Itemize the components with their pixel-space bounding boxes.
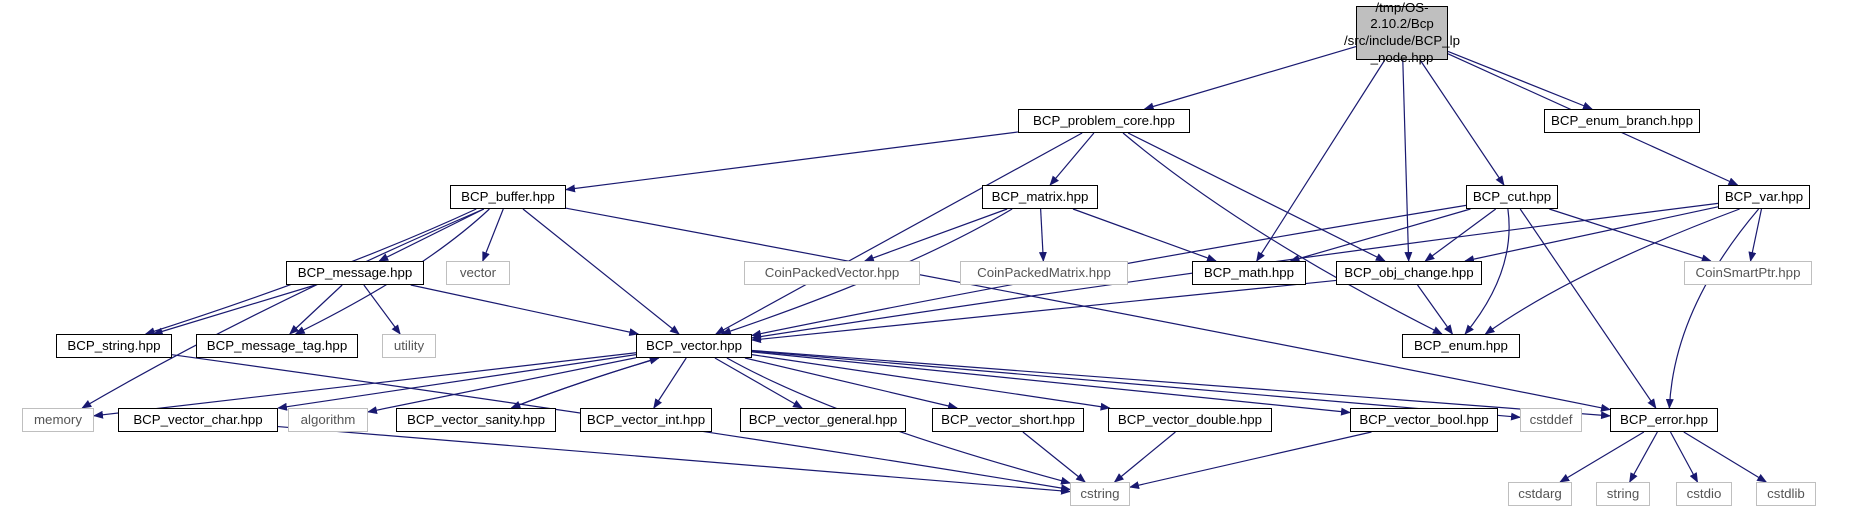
edge-var-to-coin-smart-ptr xyxy=(1748,208,1763,262)
node-buffer[interactable]: BCP_buffer.hpp xyxy=(450,185,566,209)
edge-buffer-to-vector-hpp xyxy=(522,208,680,335)
edge-obj-change-to-vector-hpp xyxy=(751,279,1337,344)
node-vector-general[interactable]: BCP_vector_general.hpp xyxy=(740,408,906,432)
edge-vector-hpp-to-vector-short xyxy=(744,357,959,410)
node-string-std: string xyxy=(1596,482,1650,506)
node-vector-sanity[interactable]: BCP_vector_sanity.hpp xyxy=(396,408,556,432)
edge-cut-to-error xyxy=(1519,208,1657,409)
node-vector-int[interactable]: BCP_vector_int.hpp xyxy=(580,408,712,432)
edge-vector-short-to-cstring xyxy=(1022,431,1086,483)
node-message-tag[interactable]: BCP_message_tag.hpp xyxy=(196,334,358,358)
node-vector-double[interactable]: BCP_vector_double.hpp xyxy=(1108,408,1272,432)
node-vector-std: vector xyxy=(446,261,510,285)
node-utility: utility xyxy=(382,334,436,358)
edge-message-to-vector-hpp xyxy=(410,284,640,337)
node-cstring: cstring xyxy=(1070,482,1130,506)
edge-message-to-message-tag xyxy=(289,284,343,335)
node-cstdarg: cstdarg xyxy=(1508,482,1572,506)
edge-error-to-cstdlib xyxy=(1683,431,1768,483)
edge-message-to-utility xyxy=(363,284,401,335)
edge-vector-hpp-to-vector-int xyxy=(653,357,687,409)
edge-root-to-math xyxy=(1256,59,1386,262)
edge-problem-core-to-vector-hpp xyxy=(714,132,1083,335)
edge-matrix-to-coin-packed-matrix xyxy=(1038,208,1047,262)
node-coin-packed-vector: CoinPackedVector.hpp xyxy=(744,261,920,285)
edge-var-to-obj-change xyxy=(1464,206,1719,264)
edge-root-to-obj-change xyxy=(1402,59,1413,262)
edge-vector-sanity-to-vector-hpp xyxy=(511,356,660,409)
node-string-hpp[interactable]: BCP_string.hpp xyxy=(56,334,172,358)
edge-error-to-cstdio xyxy=(1669,431,1699,483)
edge-obj-change-to-enum xyxy=(1417,284,1454,335)
edge-cut-to-math xyxy=(1289,208,1471,263)
edge-vector-hpp-to-memory xyxy=(93,352,637,419)
edge-buffer-to-memory xyxy=(81,208,485,409)
node-math[interactable]: BCP_math.hpp xyxy=(1192,261,1306,285)
edge-var-to-error xyxy=(1665,208,1760,409)
edge-root-to-enum-branch xyxy=(1447,50,1593,110)
edge-vector-hpp-to-error xyxy=(751,349,1611,420)
edge-cut-to-coin-smart-ptr xyxy=(1549,208,1712,263)
node-var[interactable]: BCP_var.hpp xyxy=(1718,185,1810,209)
edge-problem-core-to-enum xyxy=(1122,132,1443,335)
node-cstdlib: cstdlib xyxy=(1756,482,1816,506)
edge-problem-core-to-matrix xyxy=(1049,132,1095,186)
edge-vector-hpp-to-vector-general xyxy=(714,357,803,409)
edge-vector-double-to-cstring xyxy=(1113,431,1176,483)
node-algorithm: algorithm xyxy=(288,408,368,432)
node-cstdio: cstdio xyxy=(1676,482,1732,506)
edge-error-to-string-std xyxy=(1629,431,1658,483)
node-vector-char[interactable]: BCP_vector_char.hpp xyxy=(118,408,278,432)
edge-vector-char-to-cstring xyxy=(277,425,1071,495)
edge-vector-hpp-to-vector-double xyxy=(751,354,1111,411)
node-cut[interactable]: BCP_cut.hpp xyxy=(1466,185,1558,209)
edge-cut-to-obj-change xyxy=(1424,208,1497,262)
edge-vector-hpp-to-vector-char xyxy=(277,354,637,411)
edge-problem-core-to-buffer xyxy=(565,131,1019,193)
node-enum[interactable]: BCP_enum.hpp xyxy=(1402,334,1520,358)
edge-vector-bool-to-cstring xyxy=(1129,431,1372,490)
node-vector-hpp[interactable]: BCP_vector.hpp xyxy=(636,334,752,358)
edge-message-to-string-hpp xyxy=(152,284,316,336)
edge-matrix-to-math xyxy=(1072,208,1217,262)
node-vector-short[interactable]: BCP_vector_short.hpp xyxy=(932,408,1084,432)
edge-vector-hpp-to-vector-sanity xyxy=(510,357,659,409)
edge-buffer-to-vector-std xyxy=(482,208,504,262)
node-message[interactable]: BCP_message.hpp xyxy=(286,261,424,285)
edge-vector-hpp-to-vector-bool xyxy=(751,351,1351,416)
node-coin-smart-ptr: CoinSmartPtr.hpp xyxy=(1684,261,1812,285)
node-obj-change[interactable]: BCP_obj_change.hpp xyxy=(1336,261,1482,285)
edge-buffer-to-error xyxy=(565,207,1611,412)
edge-error-to-cstdarg xyxy=(1559,431,1645,483)
node-root: /tmp/OS-2.10.2/Bcp /src/include/BCP_lp _… xyxy=(1343,0,1461,65)
node-coin-packed-matrix: CoinPackedMatrix.hpp xyxy=(960,261,1128,285)
edge-vector-hpp-to-cstddef xyxy=(751,350,1521,421)
edge-root-to-cut xyxy=(1419,59,1505,186)
node-problem-core[interactable]: BCP_problem_core.hpp xyxy=(1018,109,1190,133)
edge-problem-core-to-obj-change xyxy=(1127,132,1386,262)
node-cstddef: cstddef xyxy=(1520,408,1582,432)
edge-buffer-to-message xyxy=(378,208,485,262)
node-matrix[interactable]: BCP_matrix.hpp xyxy=(982,185,1098,209)
node-error[interactable]: BCP_error.hpp xyxy=(1610,408,1718,432)
edge-vector-hpp-to-algorithm xyxy=(367,357,637,415)
edge-matrix-to-coin-packed-vector xyxy=(863,208,1008,262)
edge-var-to-enum xyxy=(1484,208,1740,335)
edge-root-to-problem-core xyxy=(1143,46,1357,111)
edge-cut-to-enum xyxy=(1464,208,1510,335)
node-vector-bool[interactable]: BCP_vector_bool.hpp xyxy=(1350,408,1498,432)
node-memory: memory xyxy=(22,408,94,432)
node-enum-branch[interactable]: BCP_enum_branch.hpp xyxy=(1544,109,1700,133)
